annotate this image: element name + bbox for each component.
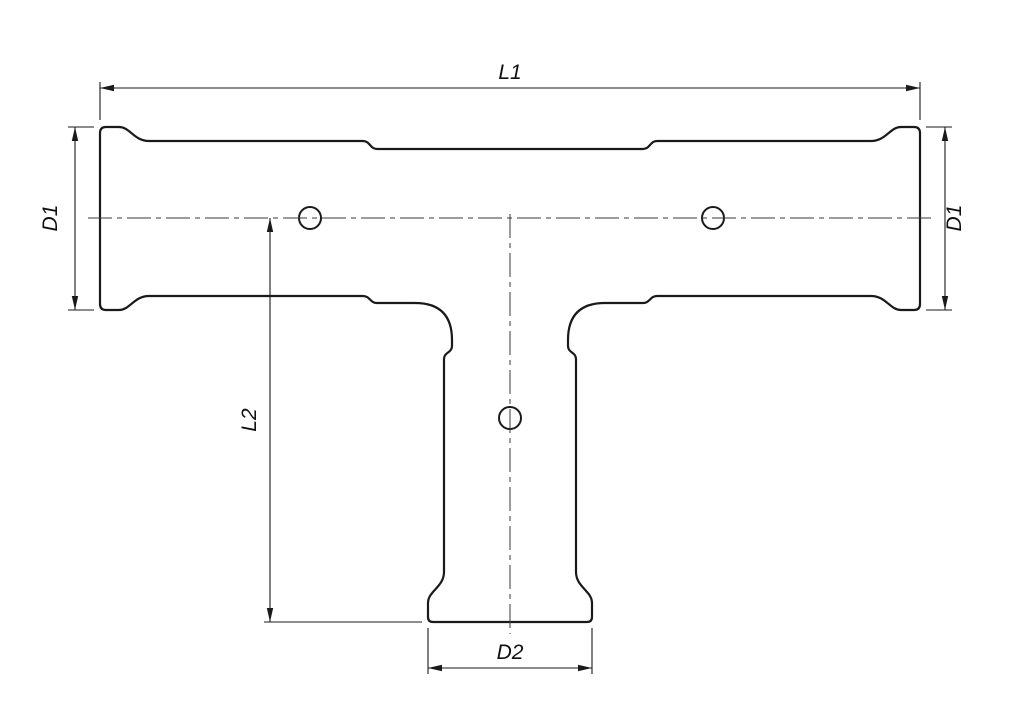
dim-l2-arrow-bottom: [266, 608, 274, 622]
dim-d2-arrow-left: [428, 664, 442, 672]
dim-l1-label: L1: [498, 61, 521, 84]
dimension-d1-left: D1: [39, 126, 94, 311]
dimension-d2: D2: [427, 628, 593, 674]
dim-d1-right-label: D1: [943, 205, 966, 232]
dim-l2-arrow-top: [266, 218, 274, 232]
dim-d2-arrow-right: [578, 664, 592, 672]
dim-d1-right-arrow-top: [941, 127, 949, 141]
dim-d1-left-arrow-bottom: [71, 296, 79, 310]
dim-d2-label: D2: [497, 641, 524, 664]
dimension-d1-right: D1: [926, 126, 966, 311]
dimension-l2: L2: [238, 218, 422, 623]
dim-d1-right-arrow-bottom: [941, 296, 949, 310]
dimension-l1: L1: [99, 61, 921, 120]
dim-l1-arrow-left: [100, 84, 114, 92]
dim-d1-left-arrow-top: [71, 127, 79, 141]
dim-l2-label: L2: [238, 408, 261, 432]
dim-l1-arrow-right: [906, 84, 920, 92]
dim-d1-left-label: D1: [39, 205, 62, 232]
